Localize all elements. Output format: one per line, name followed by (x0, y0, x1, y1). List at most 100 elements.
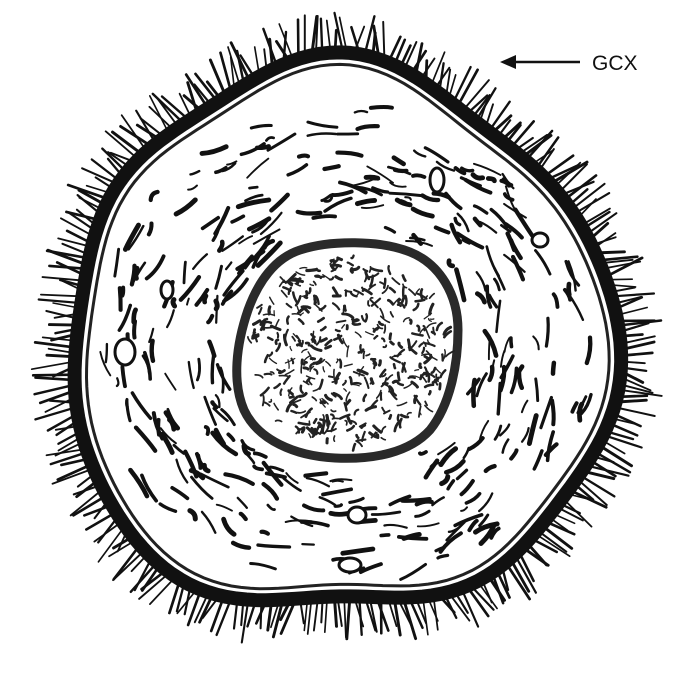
chromatin-stroke (351, 269, 352, 273)
glycocalyx-hair (344, 598, 346, 637)
chromatin-stroke (398, 373, 399, 380)
chromatin-stroke (336, 330, 340, 331)
chromatin-stroke (353, 320, 358, 322)
cytoplasm-stroke (553, 363, 554, 374)
vesicle (430, 168, 444, 192)
chromatin-stroke (290, 397, 293, 398)
chromatin-stroke (277, 333, 278, 337)
chromatin-stroke (302, 307, 310, 308)
chromatin-stroke (406, 296, 407, 306)
chromatin-stroke (374, 364, 375, 369)
cytoplasm-stroke (250, 187, 258, 188)
chromatin-stroke (314, 298, 316, 303)
chromatin-stroke (393, 381, 397, 382)
chromatin-stroke (398, 304, 401, 305)
chromatin-stroke (322, 423, 324, 433)
chromatin-stroke (353, 324, 360, 325)
cytoplasm-stroke (106, 344, 107, 362)
chromatin-stroke (314, 419, 316, 423)
cytoplasm-stroke (299, 156, 308, 157)
gcx-arrow-head-icon (500, 55, 516, 69)
chromatin-stroke (362, 288, 363, 291)
chromatin-stroke (280, 389, 281, 395)
glycocalyx-hair (41, 295, 81, 297)
chromatin-stroke (307, 270, 317, 271)
glycocalyx-hair (616, 408, 655, 417)
vesicle (348, 507, 366, 523)
chromatin-stroke (287, 317, 288, 324)
cytoplasm-stroke (257, 146, 269, 148)
chromatin-stroke (360, 345, 361, 352)
chromatin-stroke (302, 428, 304, 432)
chromatin-stroke (304, 368, 308, 369)
chromatin-stroke (415, 370, 419, 371)
cytoplasm-stroke (325, 166, 339, 169)
glycocalyx-hair (35, 342, 74, 347)
glycocalyx-hair (32, 362, 73, 369)
chromatin-stroke (276, 420, 282, 421)
chromatin-stroke (394, 364, 395, 368)
cytoplasm-stroke (569, 284, 570, 295)
chromatin-stroke (377, 433, 378, 436)
glycocalyx-hair (36, 378, 73, 380)
glycocalyx-hair (150, 578, 175, 604)
chromatin-stroke (326, 346, 331, 348)
chromatin-stroke (340, 360, 341, 368)
glycocalyx-hair (347, 598, 350, 638)
glycocalyx-hair (536, 534, 570, 556)
glycocalyx-hair (231, 43, 249, 80)
vesicle (161, 281, 173, 299)
cytoplasm-stroke (216, 301, 217, 309)
chromatin-stroke (263, 396, 264, 405)
chromatin-stroke (334, 436, 335, 441)
chromatin-stroke (332, 418, 338, 419)
chromatin-stroke (350, 377, 351, 382)
chromatin-stroke (421, 289, 422, 298)
cytoplasm-stroke (258, 545, 290, 547)
chromatin-stroke (335, 379, 336, 383)
cytoplasm-stroke (335, 505, 341, 506)
glycocalyx-hair (394, 600, 400, 636)
cytoplasm-stroke (420, 452, 426, 454)
cytoplasm-stroke (498, 383, 500, 414)
chromatin-stroke (416, 300, 424, 301)
chromatin-stroke (420, 364, 421, 367)
gcx-label: GCX (592, 52, 638, 75)
chromatin-stroke (371, 379, 373, 384)
chromatin-stroke (366, 314, 367, 321)
glycocalyx-hair (613, 294, 654, 297)
cytoplasm-stroke (184, 262, 185, 283)
chromatin-stroke (390, 334, 391, 339)
glycocalyx-hair (537, 138, 559, 168)
cytoplasm-stroke (134, 310, 136, 322)
chromatin-stroke (364, 352, 365, 359)
chromatin-stroke (279, 376, 288, 377)
chromatin-stroke (409, 377, 415, 378)
chromatin-stroke (301, 364, 302, 373)
vesicle (339, 558, 361, 572)
glycocalyx-hair (61, 218, 93, 236)
cytoplasm-stroke (381, 535, 389, 536)
cytoplasm-stroke (305, 473, 326, 475)
cytoplasm-stroke (413, 175, 424, 177)
chromatin-stroke (319, 423, 321, 426)
vesicle (532, 233, 548, 247)
cytoplasm-stroke (152, 341, 153, 361)
chromatin-stroke (391, 342, 394, 344)
glycocalyx-hair (512, 121, 534, 146)
cytoplasm-stroke (204, 296, 206, 302)
cytoplasm-stroke (120, 288, 121, 310)
glycocalyx-hair (49, 266, 85, 269)
chromatin-stroke (429, 391, 430, 394)
chromatin-stroke (384, 325, 385, 333)
chromatin-stroke (329, 376, 333, 377)
cytoplasm-stroke (212, 355, 214, 383)
cytoplasm-stroke (511, 338, 512, 347)
cytoplasm-stroke (302, 544, 313, 545)
cytoplasm-stroke (122, 288, 123, 296)
chromatin-stroke (410, 320, 411, 323)
cytoplasm-stroke (546, 318, 548, 346)
glycocalyx-hair (153, 94, 183, 123)
